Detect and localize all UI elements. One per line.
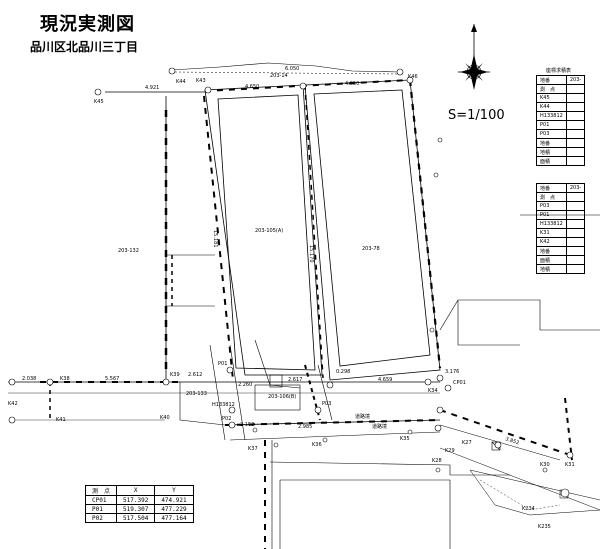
side-upper-r5: P03 <box>536 129 567 139</box>
coords-header-x: X <box>116 485 156 496</box>
side-upper-r8: 面積 <box>536 156 567 166</box>
side-table-title: 座標求積表 <box>546 68 572 74</box>
location-label: 品川区北品川三丁目 <box>30 40 139 54</box>
coordinates-table: 測 点 X Y CP01 517.392 474.921 P01 519.307… <box>84 485 194 523</box>
point-P02: P02 <box>222 416 231 422</box>
side-lower-r6: 地番 <box>536 246 567 256</box>
side-lower-h0: 地番 <box>536 183 567 193</box>
dim-top-b: 6.050 <box>285 66 299 72</box>
dim-bottom-h: 3.176 <box>445 369 459 375</box>
dim-bottom-g: 4.659 <box>378 377 392 383</box>
dim-top-c: 4.650 <box>345 81 359 87</box>
dim-bottom-j: 2.985 <box>298 424 312 430</box>
diagonal-boundary <box>439 397 600 516</box>
point-K30: K30 <box>540 462 550 468</box>
road-label-1: 道路境 <box>355 413 370 420</box>
dim-bottom-f: 0.298 <box>336 369 350 375</box>
point-H133812: H133812 <box>212 402 235 408</box>
dim-bottom-b: 5.567 <box>105 376 119 382</box>
parcel-center-left: 203-105(A) <box>255 228 283 234</box>
coords-header-y: Y <box>154 485 194 496</box>
table-row: P01 519.307 477.229 <box>84 504 194 514</box>
point-K37: K37 <box>248 446 258 452</box>
side-table-lower: 地番 203- 測 点 P03 P01 H133812 K31 K42 地番 面… <box>536 183 586 274</box>
dim-top-a: 4.650 <box>245 84 259 90</box>
north-arrow-icon <box>458 24 490 90</box>
point-P01: P01 <box>218 361 227 367</box>
side-upper-r3: H133812 <box>536 111 567 121</box>
table-row: CP01 517.392 474.921 <box>84 495 194 505</box>
parcel-left: 203-132 <box>118 248 139 254</box>
point-K40: K40 <box>160 415 170 421</box>
side-upper-r2: K44 <box>536 102 567 112</box>
side-lower-r2: P01 <box>536 210 567 220</box>
parcel-lower-left: 203-133 <box>186 391 207 397</box>
side-upper-r4: P01 <box>536 120 567 130</box>
side-lower-r0: 測 点 <box>536 192 567 202</box>
point-K46: K46 <box>408 74 418 80</box>
parcel-center-right: 203-78 <box>362 246 380 252</box>
building-outlines <box>204 79 441 381</box>
point-K34: K34 <box>428 388 438 394</box>
point-K31: K31 <box>565 462 575 468</box>
right-boundary <box>304 79 442 379</box>
coords-header-point: 測 点 <box>84 485 118 496</box>
scale-label: S=1/100 <box>448 108 505 123</box>
dim-bottom-d: 2.260 <box>238 382 252 388</box>
point-K43: K43 <box>196 78 206 84</box>
left-boundary <box>164 95 234 381</box>
side-lower-r4: K31 <box>536 228 567 238</box>
side-table-upper: 地番 203- 測 点 K45 K44 H133812 P01 P03 地番 地… <box>536 75 586 166</box>
side-lower-r7: 面積 <box>536 255 567 265</box>
drawing-title: 現況実測図 <box>40 14 135 35</box>
point-K234: K234 <box>522 506 535 512</box>
side-lower-r8: 地積 <box>536 264 567 274</box>
dim-bottom-i: 2.152 <box>240 422 254 428</box>
point-P03: P03 <box>322 401 331 407</box>
road-boundary <box>8 381 510 549</box>
dim-top-left: 4.921 <box>145 85 159 91</box>
point-K42: K42 <box>8 401 18 407</box>
table-row: P02 517.504 477.164 <box>84 513 194 523</box>
side-upper-h1: 203- <box>565 75 586 85</box>
point-K45: K45 <box>94 99 104 105</box>
side-upper-h0: 地番 <box>536 75 567 85</box>
road-label-2: 道路境 <box>372 423 387 430</box>
dim-diag: 3.852 <box>504 436 519 446</box>
dim-bottom-a: 2.038 <box>22 376 36 382</box>
survey-points <box>8 67 574 498</box>
side-lower-r1: P03 <box>536 201 567 211</box>
dim-bottom-e: 2.617 <box>288 377 302 383</box>
point-K44: K44 <box>176 79 186 85</box>
side-upper-r0: 測 点 <box>536 84 567 94</box>
side-lower-r5: K42 <box>536 237 567 247</box>
point-K235: K235 <box>538 524 551 530</box>
point-CP01: CP01 <box>453 380 466 386</box>
point-K39: K39 <box>170 372 180 378</box>
dim-v-right: 15.170 <box>308 245 314 263</box>
side-lower-h1: 203- <box>565 183 586 193</box>
point-K27: K27 <box>462 440 472 446</box>
point-K29: K29 <box>445 448 455 454</box>
side-upper-r7: 地積 <box>536 147 567 157</box>
point-K35: K35 <box>400 436 410 442</box>
side-upper-r6: 地番 <box>536 138 567 148</box>
side-lower-r3: H133812 <box>536 219 567 229</box>
point-K41: K41 <box>56 417 66 423</box>
point-K36: K36 <box>312 442 322 448</box>
point-K38: K38 <box>60 376 70 382</box>
parcel-lower-mid: 203-106(B) <box>268 394 296 400</box>
side-upper-r1: K45 <box>536 93 567 103</box>
dim-v-left: 15.181 <box>212 230 218 248</box>
dim-bottom-c: 2.612 <box>188 372 202 378</box>
point-K28: K28 <box>432 458 442 464</box>
lower-lots <box>179 339 333 441</box>
parcel-top: 203-14 <box>270 73 288 79</box>
